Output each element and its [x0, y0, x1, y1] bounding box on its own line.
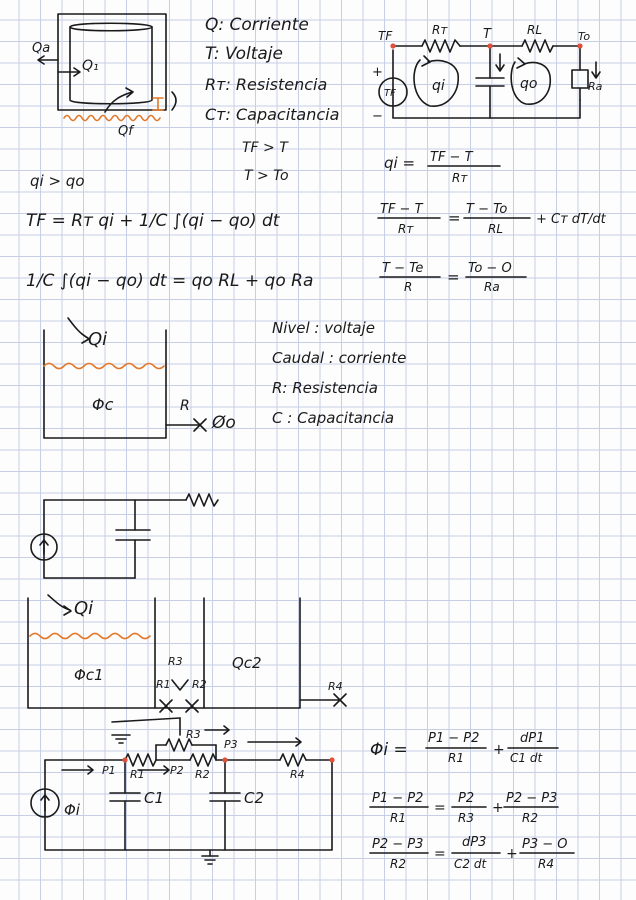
- circuit1-minus-label: −: [372, 109, 383, 124]
- circuit1-to-label: To: [578, 30, 590, 43]
- eq3a-den1: R1: [448, 751, 464, 765]
- tank-3-diagram: [27, 594, 347, 713]
- eq3-rest: + Cт dT/dt: [536, 212, 607, 227]
- circuit1-tf-label: TF: [378, 29, 393, 43]
- eq3c-equals: =: [434, 846, 446, 862]
- legend1-q: Q: Corriente: [205, 15, 309, 35]
- eq3b-num2: P2: [458, 791, 474, 806]
- eq3b-num1: P1 − P2: [372, 791, 423, 806]
- circuit1-qi-label: qi: [432, 78, 445, 94]
- circuit-2-diagram: [30, 493, 219, 579]
- eq3c-plus: +: [506, 846, 518, 862]
- circuit3-p1-label: P1: [102, 764, 116, 777]
- eq3-num-left: TF − T: [380, 202, 424, 217]
- eq3b-den2: R3: [458, 811, 474, 825]
- legend1-c: Cт: Capacitancia: [205, 105, 339, 124]
- tank2-qi-label: Qi: [88, 329, 107, 350]
- cond-qi-gt-qo: qi > qo: [30, 172, 85, 190]
- eq3c-num3: P3 − O: [522, 837, 568, 852]
- eq3-num-mid: T − To: [466, 202, 507, 217]
- circuit1-r1-label: Rт: [432, 23, 448, 37]
- tank2-r-label: R: [180, 398, 190, 414]
- eq5-equals: =: [447, 268, 460, 286]
- eq3b-num3: P2 − P3: [506, 791, 557, 806]
- circuit1-t-label: T: [483, 27, 492, 42]
- eq3c-num1: P2 − P3: [372, 837, 423, 852]
- circuit1-ra-label: Ra: [588, 80, 603, 93]
- eq3a-num1: P1 − P2: [428, 731, 479, 746]
- eq3a-plus: +: [493, 742, 505, 758]
- eq-qi-den: Rт: [452, 171, 468, 185]
- legend1-t: T: Voltaje: [205, 44, 283, 64]
- legend2-nivel: Nivel : voltaje: [272, 319, 375, 337]
- circuit3-c1-label: C1: [144, 789, 164, 807]
- eq3c-den1: R2: [390, 857, 406, 871]
- eq3c-den2: C2 dt: [454, 857, 487, 871]
- tank1-q1-label: Q₁: [82, 58, 99, 74]
- circuit3-p3-label: P3: [224, 738, 238, 751]
- circuit3-r2-label: R2: [195, 768, 210, 781]
- legend2-r: R: Resistencia: [272, 379, 378, 397]
- eq3b-den3: R2: [522, 811, 538, 825]
- tank3-r4-label: R4: [328, 680, 343, 693]
- tank3-phic1-label: Φc1: [74, 666, 104, 684]
- eq5-num-left: T − Te: [382, 261, 423, 276]
- circuit3-r4-label: R4: [290, 768, 305, 781]
- tank3-r2-label: R2: [192, 678, 207, 691]
- legend2-caudal: Caudal : corriente: [272, 349, 406, 367]
- eq3a-den2: C1 dt: [510, 751, 543, 765]
- tank3-r3-label: R3: [168, 655, 183, 668]
- eq3a-num2: dP1: [520, 731, 544, 746]
- cond-t-gt-to: T > To: [244, 168, 289, 184]
- cond-tf-gt-t: TF > T: [242, 140, 289, 156]
- circuit-3-diagram: [30, 717, 335, 865]
- tank3-r1-label: R1: [156, 678, 171, 691]
- tank2-phic-label: Φc: [92, 395, 114, 414]
- eq3b-equals: =: [434, 800, 446, 816]
- eq3a-lhs: Φi =: [370, 740, 408, 760]
- circuit3-r1-label: R1: [130, 768, 145, 781]
- eq5-den-right: Ra: [484, 280, 500, 294]
- circuit1-source-label: TF: [384, 88, 396, 99]
- tank3-qc2-label: Qc2: [232, 654, 262, 672]
- eq3-equals: =: [448, 209, 461, 227]
- circuit3-source-label: Φi: [64, 801, 81, 819]
- tank3-qi-label: Qi: [74, 598, 93, 619]
- eq3c-den3: R4: [538, 857, 554, 871]
- eq3b-plus: +: [492, 800, 504, 816]
- eq3-den-left: Rт: [398, 222, 414, 236]
- circuit1-r2-label: RL: [527, 23, 542, 37]
- tank-1-diagram: [37, 13, 177, 122]
- eq5-num-right: To − O: [468, 261, 512, 276]
- circuit3-r3-label: R3: [186, 728, 201, 741]
- circuit3-c2-label: C2: [244, 789, 264, 807]
- circuit3-p2-label: P2: [170, 764, 184, 777]
- tank-2-diagram: [43, 317, 207, 439]
- circuit1-plus-label: +: [372, 65, 383, 80]
- thermal-circuit-diagram: [378, 39, 601, 119]
- eq2-line: TF = Rт qi + 1/C ∫(qi − qo) dt: [26, 211, 281, 231]
- tank1-qf-label: Qf: [118, 124, 135, 139]
- eq-qi-num: TF − T: [430, 150, 474, 165]
- eq-qi-lhs: qi =: [384, 154, 415, 172]
- tank2-phio-label: Øo: [211, 413, 236, 433]
- tank1-qa-label: Qa: [32, 41, 50, 56]
- circuit1-qo-label: qo: [520, 76, 537, 92]
- legend2-c: C : Capacitancia: [272, 409, 394, 427]
- eq4-line: 1/C ∫(qi − qo) dt = qo RL + qo Ra: [26, 271, 313, 291]
- eq3-den-mid: RL: [488, 222, 503, 236]
- legend1-r: Rт: Resistencia: [205, 75, 327, 94]
- eq5-den-left: R: [404, 280, 412, 294]
- eq3c-num2: dP3: [462, 835, 486, 850]
- eq3b-den1: R1: [390, 811, 406, 825]
